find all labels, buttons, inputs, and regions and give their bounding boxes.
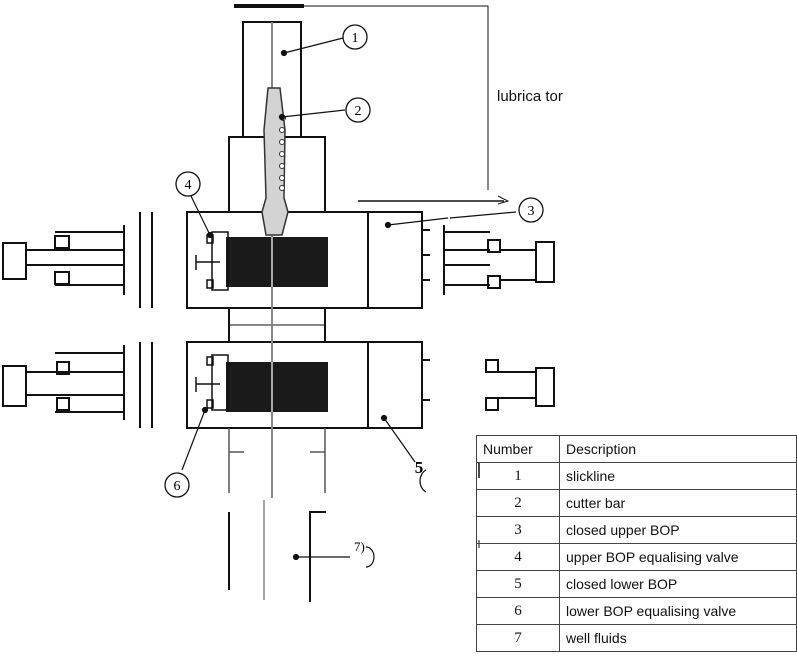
- callout-2-circle: [345, 97, 371, 123]
- legend-description: well fluids: [559, 624, 797, 652]
- legend-description: cutter bar: [559, 489, 797, 517]
- upper-ram: [226, 237, 328, 287]
- callout-3-circle: [518, 197, 544, 223]
- table-row: 2 cutter bar: [476, 489, 797, 517]
- table-row: 6 lower BOP equalising valve: [476, 597, 797, 625]
- callout-4-circle: [175, 171, 201, 197]
- lubricator-bracket: [304, 5, 489, 190]
- legend-number: 1: [476, 462, 560, 490]
- callout-7: 7): [354, 539, 365, 554]
- legend-header-row: Number Description: [476, 435, 797, 463]
- callout-1-circle: [342, 24, 368, 50]
- legend-description: slickline: [559, 462, 797, 490]
- table-row: 5 closed lower BOP: [476, 570, 797, 598]
- callout-3: 3: [528, 204, 535, 219]
- legend-header-description: Description: [559, 435, 797, 463]
- table-row: 3 closed upper BOP: [476, 516, 797, 544]
- lower-bop-body: [186, 341, 423, 429]
- callout-6: 6: [174, 479, 181, 494]
- legend-number: 5: [476, 570, 560, 598]
- legend-number: 7: [476, 624, 560, 652]
- upper-left-actuator: [2, 242, 27, 280]
- legend-header-number: Number: [476, 435, 560, 463]
- lower-ram: [226, 362, 328, 412]
- lower-equalising-valve: [211, 354, 229, 411]
- cutter-bar: [261, 87, 289, 236]
- lubricator-label: lubrica tor: [497, 88, 563, 105]
- legend-number: 2: [476, 489, 560, 517]
- upper-right-actuator: [535, 241, 555, 283]
- legend-table: Number Description 1 slickline 2 cutter …: [476, 435, 797, 652]
- callout-2: 2: [355, 104, 362, 119]
- legend-description: lower BOP equalising valve: [559, 597, 797, 625]
- legend-number: 4: [476, 543, 560, 571]
- lower-right-actuator: [535, 367, 555, 407]
- legend-description: upper BOP equalising valve: [559, 543, 797, 571]
- upper-equalising-valve: [211, 231, 229, 291]
- legend-description: closed lower BOP: [559, 570, 797, 598]
- callout-1: 1: [352, 31, 359, 46]
- lower-left-actuator: [2, 365, 27, 407]
- legend-number: 3: [476, 516, 560, 544]
- legend-description: closed upper BOP: [559, 516, 797, 544]
- legend-number: 6: [476, 597, 560, 625]
- table-row: 4 upper BOP equalising valve: [476, 543, 797, 571]
- table-row: 1 slickline: [476, 462, 797, 490]
- callout-6-circle: [164, 472, 190, 498]
- well-casing-right: [309, 511, 326, 602]
- callout-4: 4: [185, 178, 192, 193]
- callout-5: 5: [415, 458, 424, 477]
- table-row: 7 well fluids: [476, 624, 797, 652]
